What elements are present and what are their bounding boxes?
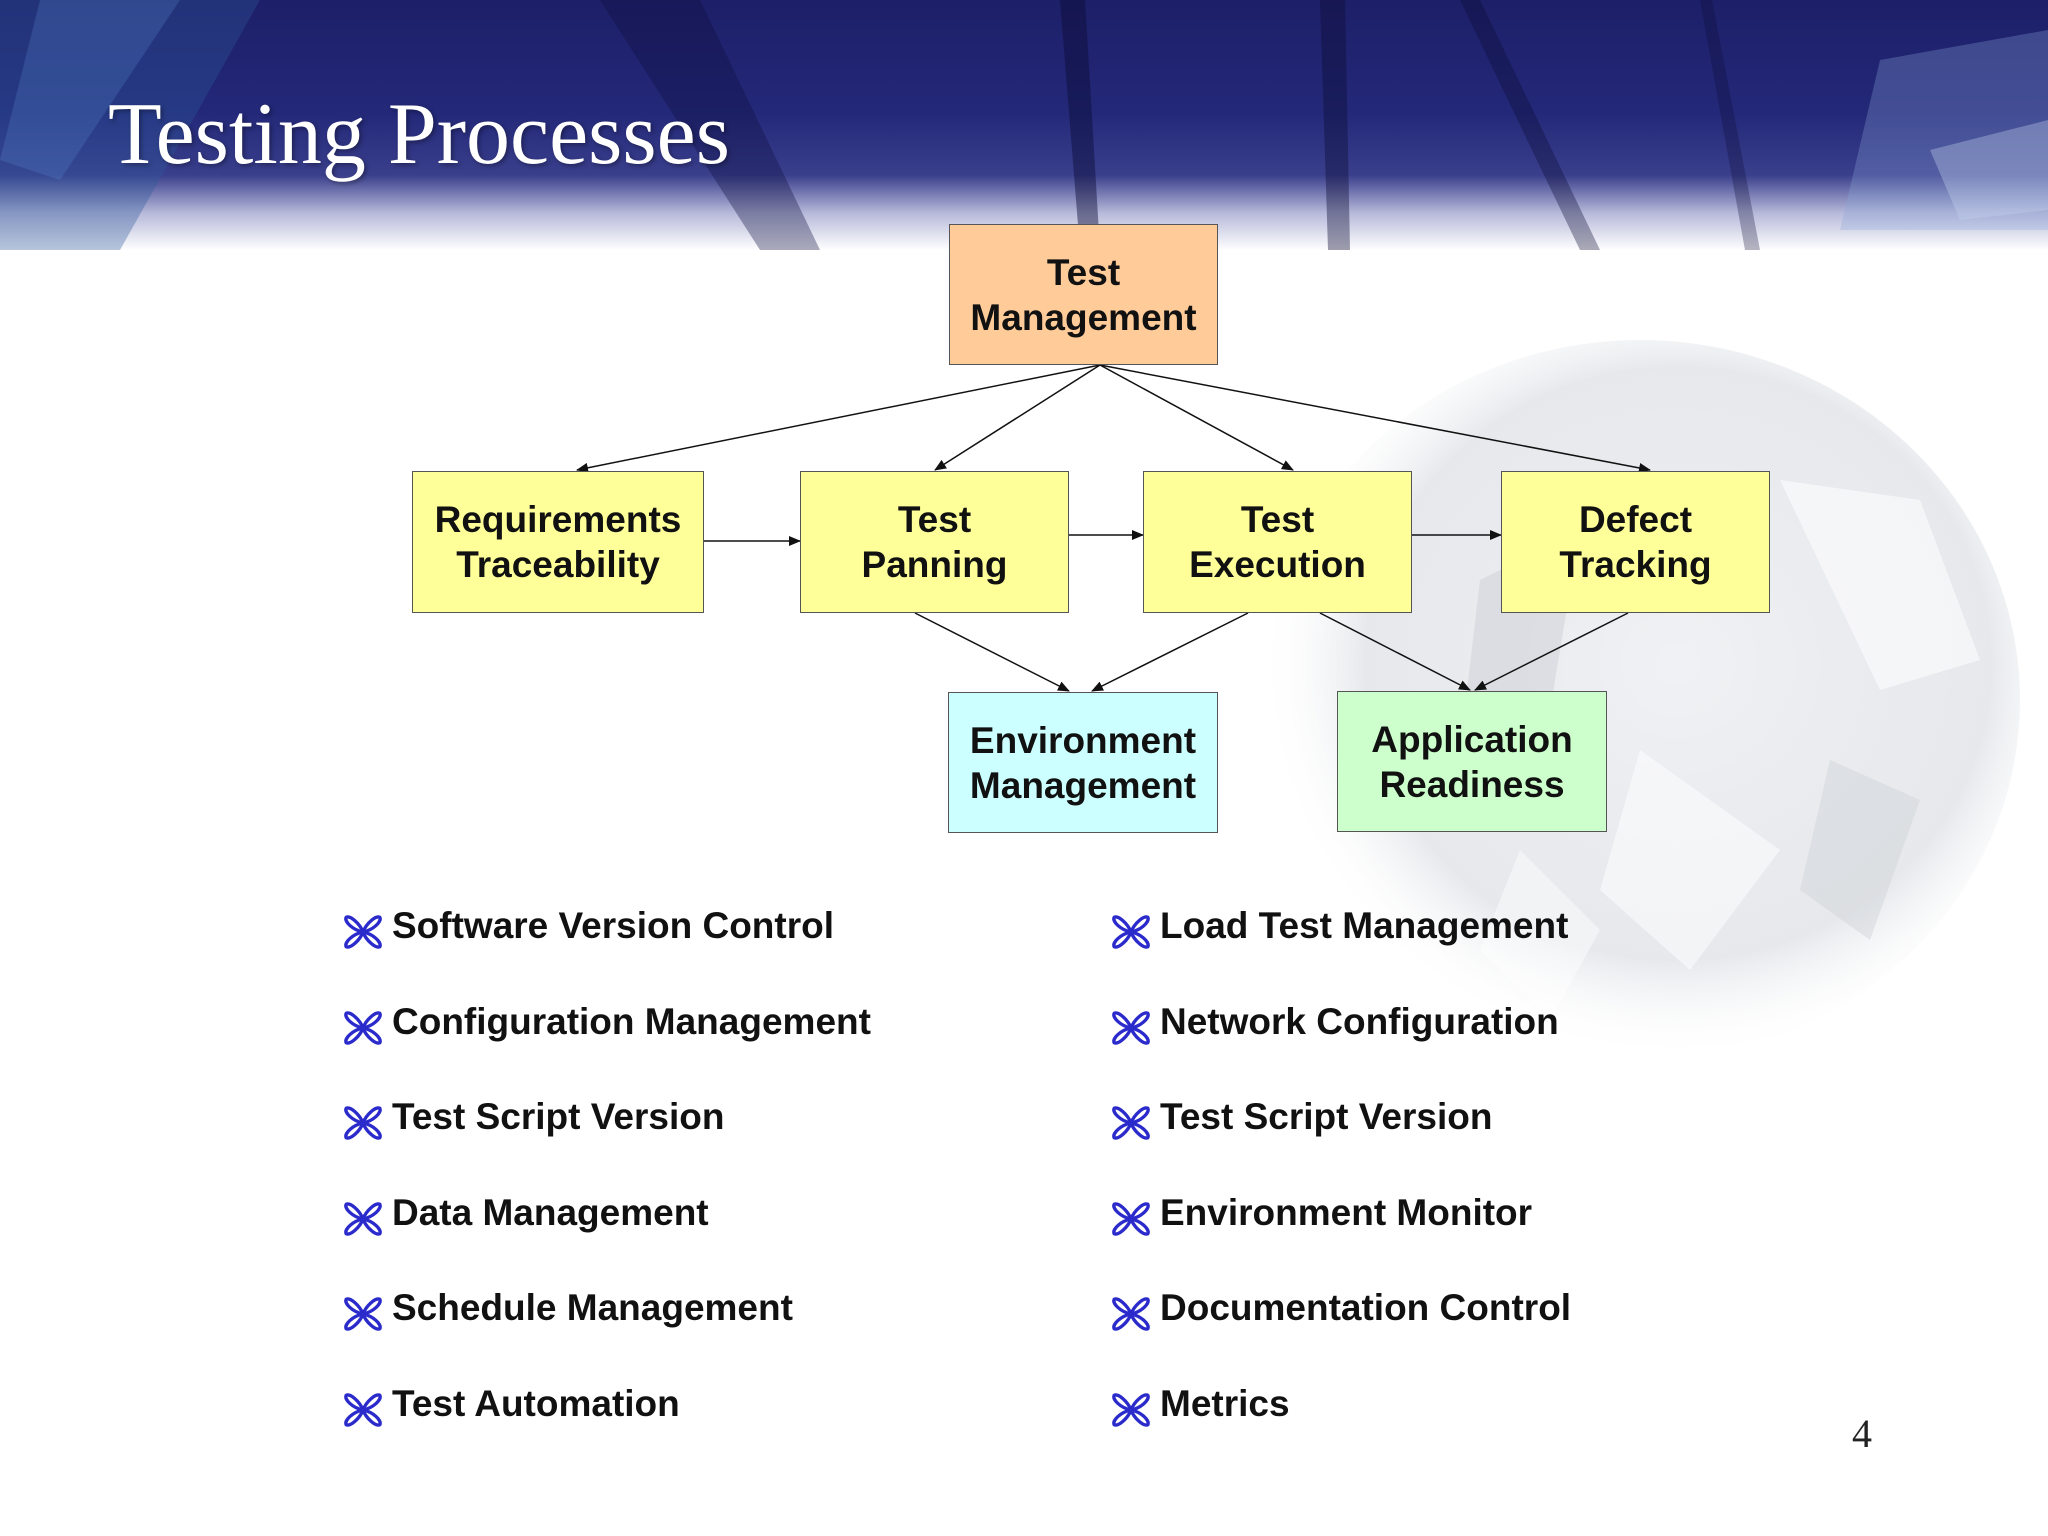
- edge-management-to-execution: [1099, 364, 1294, 471]
- quatrefoil-bullet-icon: [1112, 1392, 1150, 1427]
- node-label: Test Execution: [1189, 499, 1366, 585]
- bullet-item: Test Automation: [342, 1383, 871, 1479]
- bullet-item: Data Management: [342, 1192, 871, 1288]
- quatrefoil-bullet-icon: [1112, 1106, 1150, 1140]
- bullet-text: Software Version Control: [392, 905, 835, 946]
- bullet-text: Load Test Management: [1160, 905, 1569, 946]
- bullet-item: Configuration Management: [342, 1001, 871, 1097]
- quatrefoil-bullet-icon: [344, 1010, 382, 1045]
- node-defect-tracking: Defect Tracking: [1501, 471, 1770, 613]
- page-title: Testing Processes: [108, 86, 730, 183]
- bullet-item: Load Test Management: [1110, 905, 1571, 1001]
- bullet-text: Test Script Version: [392, 1096, 725, 1137]
- bullet-text: Environment Monitor: [1160, 1191, 1533, 1233]
- node-environment-management: Environment Management: [948, 692, 1218, 833]
- node-test-panning: Test Panning: [800, 471, 1069, 613]
- page-number: 4: [1852, 1411, 1872, 1456]
- bullet-text: Schedule Management: [392, 1287, 793, 1328]
- edge-management-to-panning: [934, 364, 1101, 471]
- bullet-text: Documentation Control: [1160, 1287, 1572, 1328]
- banner-texture: [0, 0, 2048, 250]
- header-banner: [0, 0, 2048, 250]
- bullet-list-right: Load Test Management Network Configurati…: [1110, 905, 1571, 1478]
- bullet-item: Software Version Control: [342, 905, 871, 1001]
- bullet-list-left: Software Version Control Configuration M…: [342, 905, 871, 1478]
- quatrefoil-bullet-icon: [1112, 915, 1150, 949]
- quatrefoil-bullet-icon: [344, 915, 382, 949]
- quatrefoil-bullet-icon: [1112, 1297, 1150, 1331]
- quatrefoil-bullet-icon: [344, 1201, 382, 1236]
- quatrefoil-bullet-icon: [1112, 1201, 1150, 1236]
- node-label: Defect Tracking: [1559, 499, 1712, 585]
- bullet-item: Documentation Control: [1110, 1287, 1571, 1383]
- node-test-execution: Test Execution: [1143, 471, 1412, 613]
- quatrefoil-bullet-icon: [1112, 1010, 1150, 1045]
- bullet-text: Test Automation: [392, 1382, 680, 1424]
- edge-execution-to-readiness: [1319, 612, 1471, 691]
- node-label: Environment Management: [969, 719, 1197, 806]
- bullet-item: Metrics: [1110, 1383, 1571, 1479]
- bullet-text: Metrics: [1160, 1382, 1290, 1424]
- node-label: Requirements Traceability: [434, 499, 682, 585]
- bullet-item: Test Script Version: [342, 1096, 871, 1192]
- node-application-readiness: Application Readiness: [1337, 691, 1607, 832]
- bullet-item: Network Configuration: [1110, 1001, 1571, 1097]
- bullet-item: Schedule Management: [342, 1287, 871, 1383]
- edge-management-to-defect: [1099, 364, 1651, 473]
- quatrefoil-bullet-icon: [344, 1297, 382, 1331]
- node-test-management: Test Management: [949, 224, 1218, 365]
- quatrefoil-bullet-icon: [344, 1392, 382, 1427]
- node-requirements-traceability: Requirements Traceability: [412, 471, 704, 613]
- bullet-item: Environment Monitor: [1110, 1192, 1571, 1288]
- node-label: Test Panning: [861, 499, 1008, 585]
- node-label: Application Readiness: [1371, 718, 1573, 805]
- quatrefoil-bullet-icon: [344, 1106, 382, 1140]
- edge-execution-to-environment: [1091, 612, 1249, 692]
- edge-panning-to-environment: [914, 612, 1070, 692]
- bullet-text: Data Management: [392, 1191, 709, 1233]
- bullet-text: Configuration Management: [392, 1000, 871, 1042]
- bullet-text: Test Script Version: [1160, 1096, 1493, 1137]
- bullet-text: Network Configuration: [1160, 1000, 1559, 1042]
- edge-management-to-requirements: [576, 364, 1101, 473]
- node-label: Test Management: [970, 251, 1197, 338]
- edge-defect-to-readiness: [1474, 612, 1629, 691]
- bullet-item: Test Script Version: [1110, 1096, 1571, 1192]
